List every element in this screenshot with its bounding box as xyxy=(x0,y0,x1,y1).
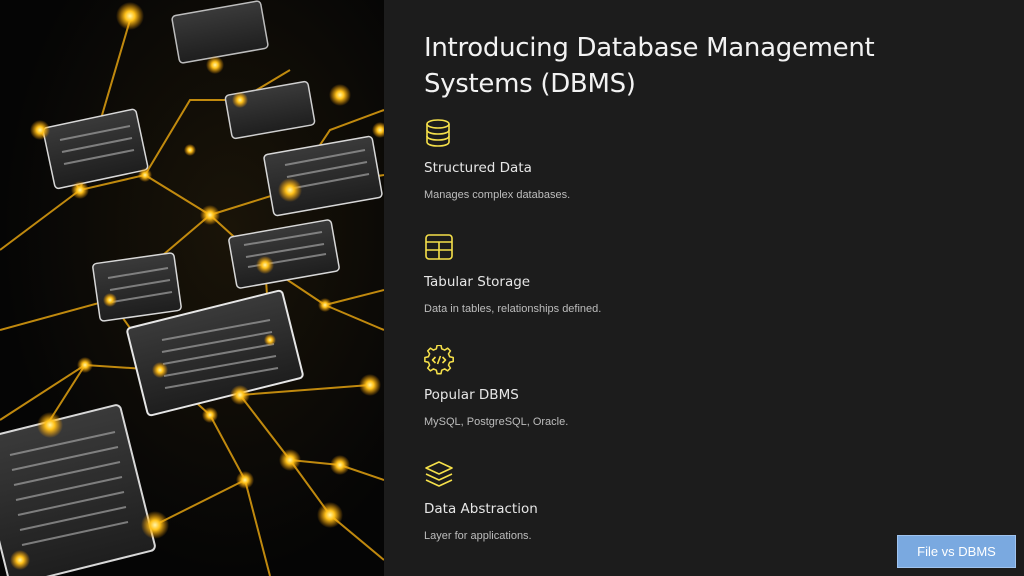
slide-title-line2: Systems (DBMS) xyxy=(424,69,636,99)
feature-description: MySQL, PostgreSQL, Oracle. xyxy=(424,416,569,428)
table-card xyxy=(171,0,269,64)
network-illustration xyxy=(0,0,384,576)
slide-title-line1: Introducing Database Management xyxy=(424,33,875,63)
feature-popular-dbms: Popular DBMS MySQL, PostgreSQL, Oracle. xyxy=(424,345,924,428)
feature-structured-data: Structured Data Manages complex database… xyxy=(424,118,924,201)
table-card xyxy=(42,108,149,190)
table-card xyxy=(92,252,182,322)
table-card xyxy=(263,135,383,217)
table-card xyxy=(228,219,340,289)
network-nodes xyxy=(10,2,384,570)
database-icon xyxy=(426,119,450,147)
feature-title: Data Abstraction xyxy=(424,501,538,517)
feature-data-abstraction: Data Abstraction Layer for applications. xyxy=(424,459,924,542)
table-icon xyxy=(425,234,453,260)
feature-title: Structured Data xyxy=(424,160,532,176)
slide-title: Introducing Database Management Systems … xyxy=(424,30,964,102)
table-card xyxy=(0,404,156,576)
feature-title: Tabular Storage xyxy=(424,274,531,290)
layers-icon xyxy=(425,461,453,487)
feature-description: Data in tables, relationships defined. xyxy=(424,303,602,315)
gear-code-icon xyxy=(424,345,454,375)
content-panel: Introducing Database Management Systems … xyxy=(424,0,984,576)
feature-description: Layer for applications. xyxy=(424,530,532,542)
hero-image xyxy=(0,0,384,576)
feature-tabular-storage: Tabular Storage Data in tables, relation… xyxy=(424,232,924,315)
file-vs-dbms-button[interactable]: File vs DBMS xyxy=(897,535,1016,568)
feature-description: Manages complex databases. xyxy=(424,189,571,201)
table-card xyxy=(224,80,316,140)
feature-title: Popular DBMS xyxy=(424,387,519,403)
